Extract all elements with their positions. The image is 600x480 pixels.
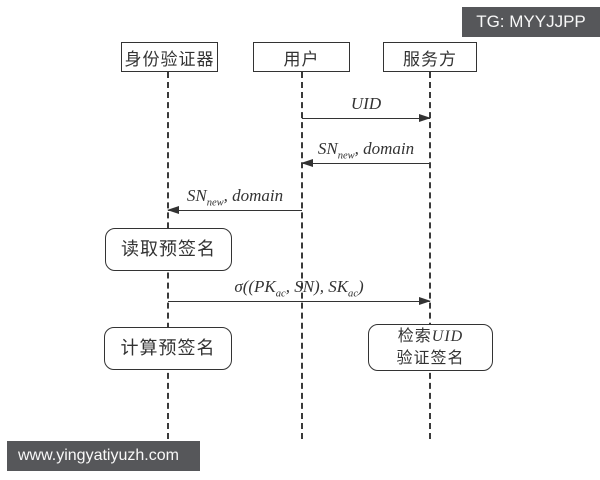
actor-box-user: 用户 bbox=[253, 42, 350, 72]
watermark-url-badge: www.yingyatiyuzh.com bbox=[7, 441, 200, 471]
message-line bbox=[302, 118, 430, 119]
tag-badge: TG: MYYJJPP bbox=[462, 7, 600, 37]
actor-box-verifier: 身份验证器 bbox=[121, 42, 218, 72]
message-snnew-domain-label: SNnew, domain bbox=[317, 139, 415, 162]
message-line bbox=[302, 163, 430, 164]
activity-label: 计算预签名 bbox=[120, 338, 216, 358]
activity-label-line2: 验证签名 bbox=[396, 349, 465, 367]
lifeline-service bbox=[428, 72, 431, 439]
activity-label-line1: 检索UID bbox=[397, 327, 464, 345]
activity-label: 读取预签名 bbox=[121, 239, 216, 259]
lifeline-user bbox=[300, 72, 303, 439]
actor-box-service: 服务方 bbox=[383, 42, 477, 72]
message-line bbox=[168, 301, 430, 302]
message-snnew-domain-label: SNnew, domain bbox=[186, 186, 284, 209]
message-uid-label: UID bbox=[350, 94, 382, 113]
message-line bbox=[168, 210, 302, 211]
message-signature-label: σ((PKac, SN), SKac) bbox=[234, 277, 364, 300]
activity-box-retrieve-uid-verify-signature: 检索UID 验证签名 bbox=[368, 324, 493, 371]
activity-box-read-presignature: 读取预签名 bbox=[105, 228, 232, 271]
arrowhead-left-icon bbox=[167, 206, 179, 215]
arrowhead-right-icon bbox=[419, 114, 431, 123]
arrowhead-right-icon bbox=[419, 297, 431, 306]
activity-box-compute-presignature: 计算预签名 bbox=[104, 327, 232, 370]
arrowhead-left-icon bbox=[301, 159, 313, 168]
